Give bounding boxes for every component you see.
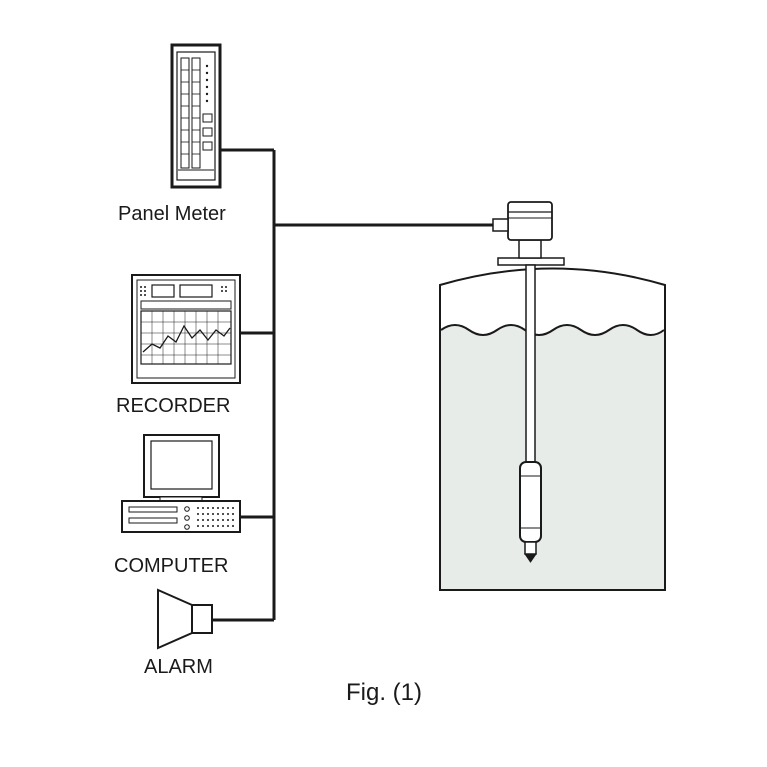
probe-stem <box>525 264 536 463</box>
float <box>519 461 542 543</box>
mounting-flange <box>497 257 565 266</box>
recorder-label: RECORDER <box>116 395 231 417</box>
computer-device <box>121 434 241 533</box>
recorder-device <box>131 274 241 384</box>
computer-label: COMPUTER <box>114 555 229 577</box>
figure-caption: Fig. (1) <box>346 679 423 706</box>
alarm-label: ALARM <box>144 656 213 678</box>
cable-gland <box>492 218 509 232</box>
storage-tank <box>439 267 666 591</box>
probe-tip <box>524 553 537 563</box>
level-transmitter <box>492 201 565 563</box>
alarm-horn-device <box>157 588 213 650</box>
panel-meter-label: Panel Meter <box>118 203 226 225</box>
liquid-fill <box>441 325 664 589</box>
panel-meter-device <box>170 43 222 189</box>
liquid-surface <box>440 324 665 336</box>
signal-wiring <box>212 148 495 622</box>
transmitter-head <box>507 201 553 241</box>
